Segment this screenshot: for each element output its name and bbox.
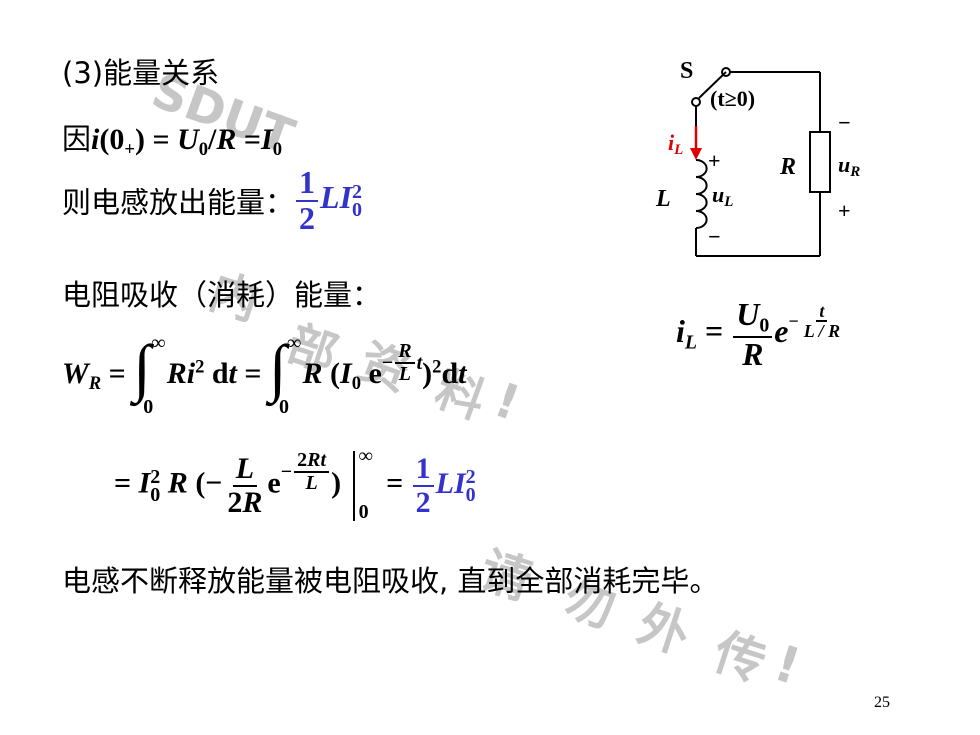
current-label: iL [668,130,683,158]
resistor-energy-label: 电阻吸收（消耗）能量： [62,278,382,312]
resistor-minus-sign: − [838,110,851,135]
initial-current-equation: 因i(0+) = U0/R =I0 [62,122,282,160]
resistor-plus-sign: + [838,198,851,223]
watermark: ! [767,633,808,697]
switch-label: S [680,58,693,84]
inductor-voltage-label: uL [712,182,733,210]
resistor-voltage-label: uR [838,152,860,180]
rl-circuit-diagram: S (t≥0) iL + − L uL R − uR + [655,58,860,257]
inductor-symbol [695,159,708,229]
resistor-symbol [809,131,831,193]
current-arrow-icon [690,148,702,160]
watermark: ! [487,371,527,433]
inductor-plus-sign: + [708,148,721,173]
switch-pivot [691,97,701,107]
time-condition-label: (t≥0) [710,86,755,111]
section-heading: (3)能量关系 [62,56,220,90]
resistor-label: R [779,154,796,180]
page-number: 25 [874,694,890,711]
inductor-minus-sign: − [708,224,721,249]
watermark: 传 [707,622,773,694]
inductor-label: L [655,186,671,212]
conclusion-text: 电感不断释放能量被电阻吸收, 直到全部消耗完毕。 [62,564,719,598]
